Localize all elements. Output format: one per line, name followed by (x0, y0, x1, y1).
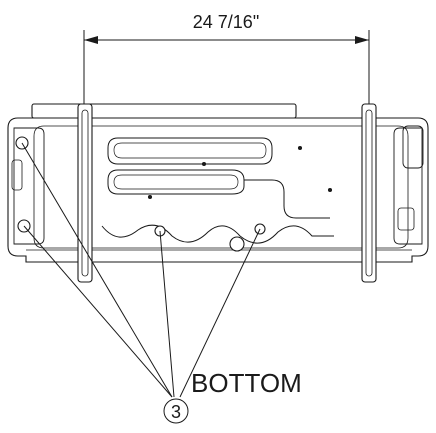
right-end-panel (393, 127, 423, 245)
mounting-brackets (77, 103, 377, 283)
dimension-arrow-right (355, 36, 369, 44)
channel-upper (107, 137, 273, 165)
drain-hole-center (229, 236, 245, 252)
bracket-left-slot (81, 109, 89, 277)
inner-pan (33, 125, 409, 249)
rivet-3 (327, 187, 333, 193)
dimension-text: 24 7/16" (193, 12, 259, 32)
dimension-arrow-left (84, 36, 98, 44)
rivet-4 (201, 161, 207, 167)
top-flange (31, 103, 297, 119)
housing-outline (7, 117, 429, 263)
width-dimension (83, 30, 370, 104)
rivet-1 (147, 194, 153, 200)
channel-upper-inner (113, 142, 267, 159)
leader-3 (159, 230, 175, 398)
leader-1 (21, 142, 173, 398)
channel-lower-step (244, 179, 330, 219)
bracket-left (77, 103, 93, 283)
drain-channels (101, 137, 334, 244)
channel-middle (107, 169, 245, 195)
callout-leaders (21, 142, 261, 398)
bracket-right (361, 103, 377, 283)
callout-circle (163, 398, 189, 424)
callout-number: 3 (171, 402, 181, 422)
rivet-2 (297, 145, 303, 151)
pan-wave (101, 224, 334, 244)
view-label: BOTTOM (191, 368, 302, 398)
channel-middle-inner (113, 174, 239, 190)
leader-4 (179, 228, 261, 398)
leader-2 (23, 225, 173, 398)
right-end-slot (402, 125, 424, 169)
right-end-pocket (397, 207, 415, 231)
left-end-slot (11, 159, 23, 191)
bracket-right-slot (365, 109, 373, 277)
